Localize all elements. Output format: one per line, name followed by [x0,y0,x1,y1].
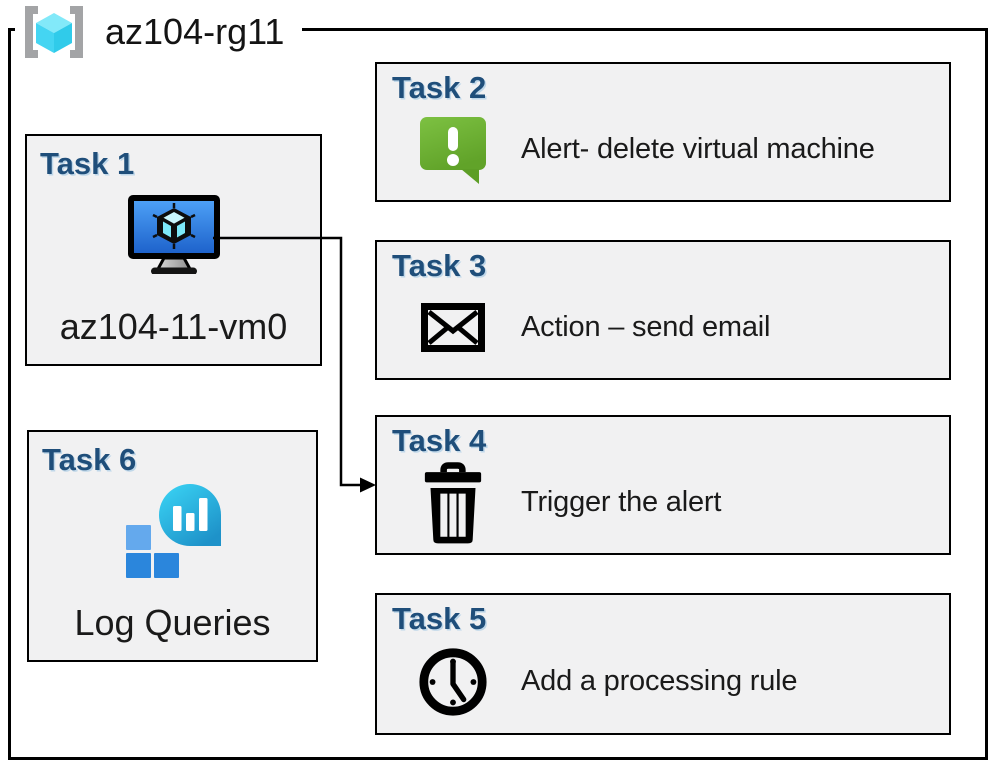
task1-caption: az104-11-vm0 [59,306,288,347]
task6-caption: Log Queries [74,602,271,643]
resource-group-icon [25,6,83,58]
task3-label: Action – send email [521,311,771,344]
task-box-2: Task 2 Alert- delete virtual machine [375,62,951,202]
task1-heading: Task 1 [40,146,135,181]
resource-group-box: az104-rg11 [8,4,988,760]
log-analytics-icon [125,483,221,578]
task4-heading: Task 4 [392,423,487,458]
task2-label: Alert- delete virtual machine [521,133,875,166]
task4-label: Trigger the alert [521,486,722,519]
resource-group-label: az104-rg11 [105,11,285,52]
task-box-5: Task 5 Add a processing rule [375,593,951,735]
task-box-4: Task 4 Trigger the alert [375,415,951,555]
task2-heading: Task 2 [392,70,487,105]
task5-heading: Task 5 [392,601,487,636]
clock-icon [419,648,487,716]
trash-icon [424,462,482,544]
virtual-machine-icon [127,194,220,274]
resource-group-legend: az104-rg11 [15,4,303,60]
task-box-6: Task 6 Log Queries [27,430,318,662]
task-box-3: Task 3 Action – send email [375,240,951,380]
task5-label: Add a processing rule [521,665,798,698]
task-box-1: Task 1 [25,134,322,366]
task6-heading: Task 6 [42,442,137,477]
alert-message-icon [420,116,486,184]
email-envelope-icon [421,303,485,353]
task3-heading: Task 3 [392,248,487,283]
